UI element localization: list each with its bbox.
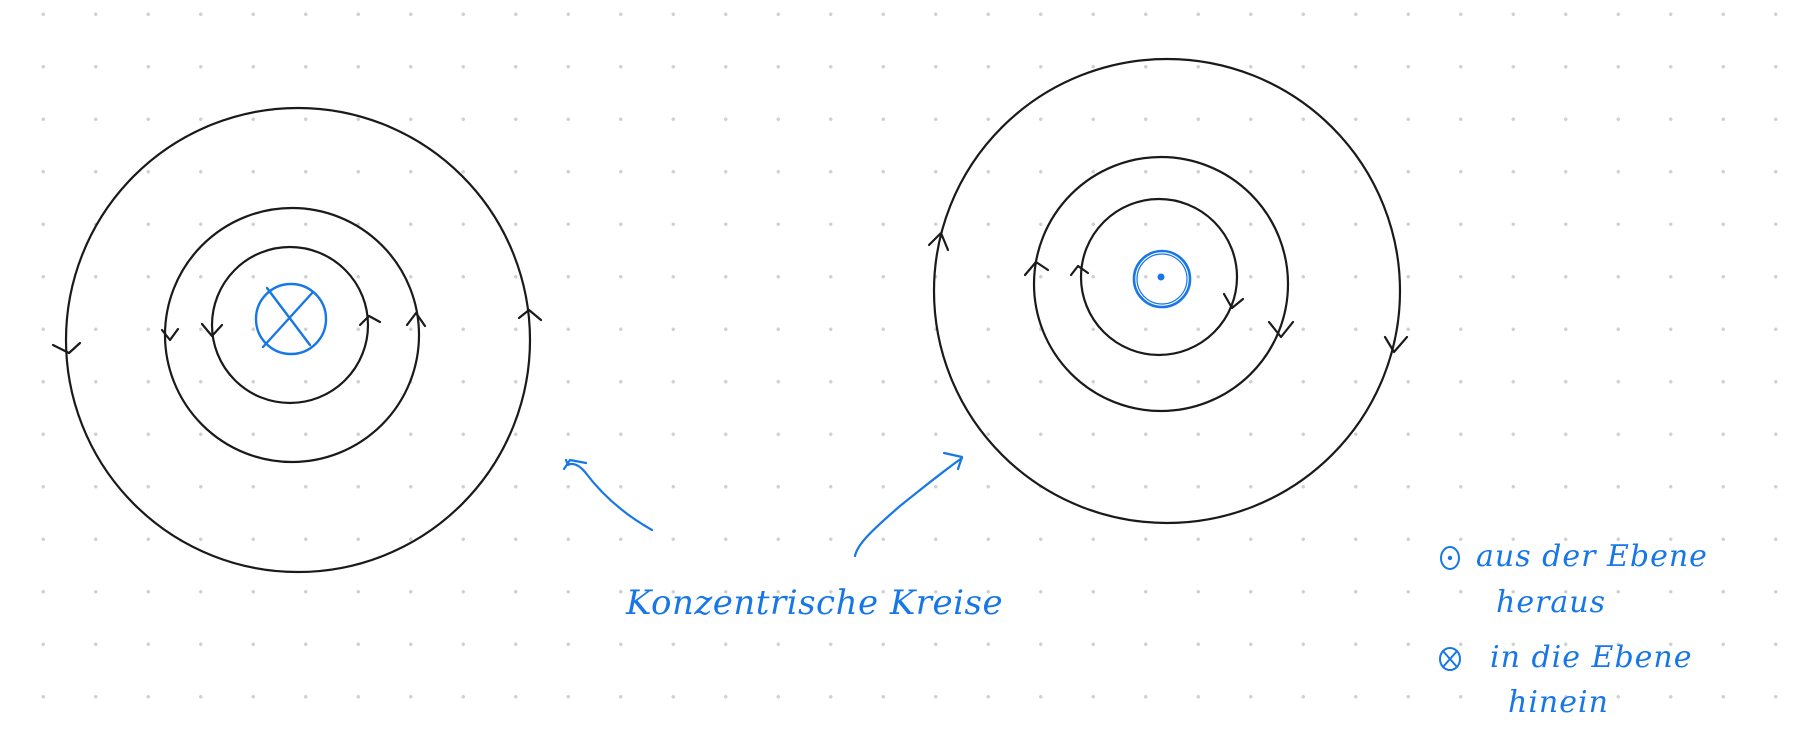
right-inner-field-ring bbox=[1079, 197, 1239, 357]
right-middle-left-arrow-icon bbox=[1023, 260, 1050, 277]
right-outer-right-arrow-icon bbox=[1383, 335, 1409, 354]
pointer-arrow-right-head-icon bbox=[942, 451, 964, 471]
left-inner-left-arrow-icon bbox=[200, 322, 224, 338]
right-inner-right-arrow-icon bbox=[1222, 292, 1245, 310]
right-middle-right-arrow-icon bbox=[1267, 320, 1295, 339]
legend-cross-icon bbox=[1439, 647, 1461, 671]
pointer-arrow-left-head-icon bbox=[562, 458, 588, 471]
right-outer-field-ring bbox=[932, 57, 1402, 525]
legend-out-of-plane: aus der Ebene heraus bbox=[1440, 539, 1708, 620]
right-outer-left-arrow-icon bbox=[927, 231, 950, 252]
legend-out-line1: aus der Ebene bbox=[1476, 539, 1708, 574]
right-field-group bbox=[927, 57, 1409, 525]
left-outer-right-arrow-icon bbox=[517, 308, 543, 322]
out-of-plane-dot-icon bbox=[1132, 249, 1192, 309]
legend-in-line2: hinein bbox=[1508, 685, 1609, 720]
right-middle-field-ring bbox=[1032, 155, 1290, 413]
left-outer-left-arrow-icon bbox=[51, 341, 82, 355]
legend-dot-icon bbox=[1440, 546, 1460, 570]
pointer-arrow-right-icon bbox=[853, 456, 964, 558]
left-middle-left-arrow-icon bbox=[160, 327, 180, 342]
left-inner-field-ring bbox=[210, 245, 370, 405]
right-inner-left-arrow-icon bbox=[1069, 264, 1090, 277]
label-pointer-arrows bbox=[562, 451, 964, 558]
legend-out-line2: heraus bbox=[1496, 585, 1606, 620]
left-middle-right-arrow-icon bbox=[405, 311, 427, 328]
left-inner-right-arrow-icon bbox=[358, 314, 382, 327]
left-outer-field-ring bbox=[64, 106, 532, 574]
into-plane-cross-icon bbox=[254, 282, 328, 356]
concentric-circles-label: Konzentrische Kreise bbox=[625, 583, 1003, 623]
left-field-group bbox=[51, 106, 543, 574]
legend-into-plane: in die Ebene hinein bbox=[1439, 640, 1692, 720]
pointer-arrow-left-icon bbox=[564, 458, 654, 532]
legend-in-line1: in die Ebene bbox=[1490, 640, 1692, 675]
